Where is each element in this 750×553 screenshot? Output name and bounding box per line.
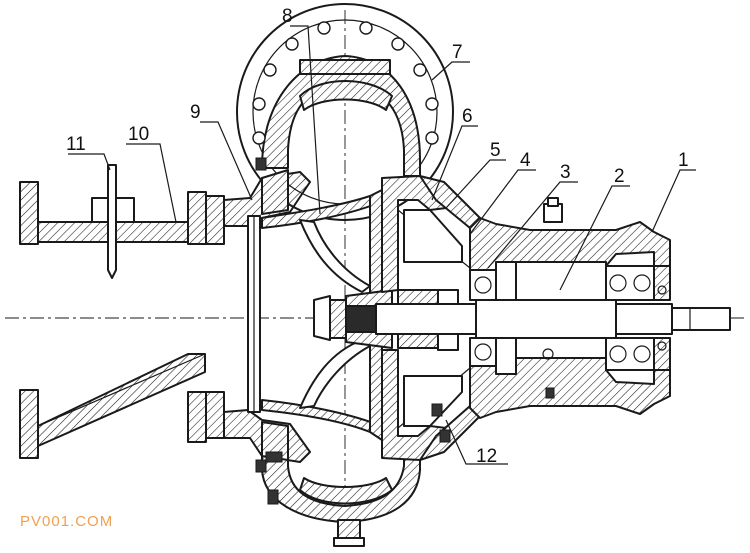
callout-12: 12: [476, 446, 497, 467]
callout-11: 11: [66, 134, 86, 155]
bearing-housing: [469, 197, 671, 419]
leader-lines: [68, 25, 696, 465]
callout-4: 4: [520, 150, 531, 171]
callout-9: 9: [190, 102, 201, 123]
rear-bearing: [605, 265, 655, 371]
callout-8: 8: [282, 6, 293, 27]
callout-5: 5: [490, 140, 501, 161]
callout-6: 6: [462, 106, 473, 127]
front-bearing: [469, 269, 497, 367]
callout-10: 10: [128, 124, 149, 145]
impeller: [261, 189, 393, 441]
shaft: [375, 299, 731, 339]
inlet-pipe: [19, 181, 225, 459]
callout-1: 1: [678, 150, 689, 171]
volute-casing: [236, 3, 454, 547]
callout-2: 2: [614, 166, 625, 187]
callout-7: 7: [452, 42, 463, 63]
watermark-text: PV001.COM: [20, 513, 114, 530]
callout-labels: 1 2 3 4 5 6 7 8 9 10 11 12: [66, 6, 689, 467]
callout-3: 3: [560, 162, 571, 183]
item-11-rod: [107, 164, 117, 279]
flange-bolt-holes: [252, 21, 439, 145]
